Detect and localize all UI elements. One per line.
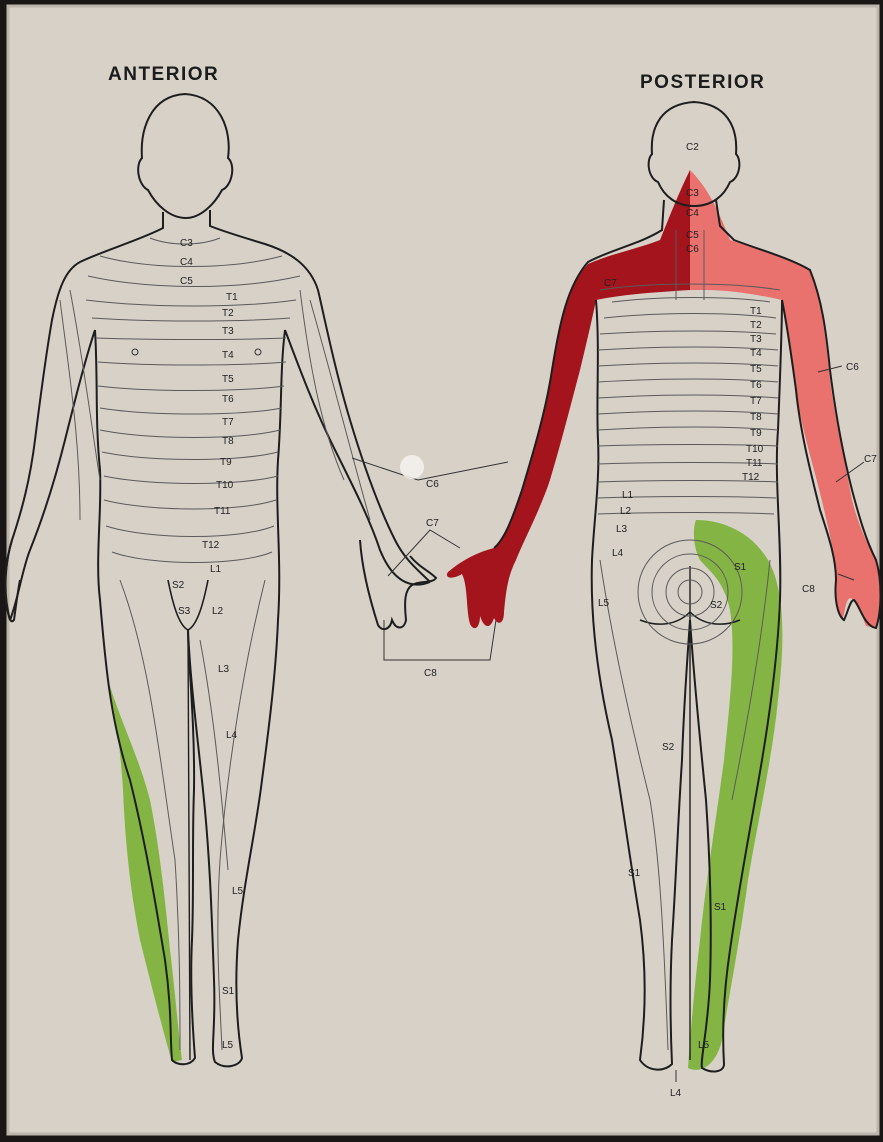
post-label-s1-leg: S1 (628, 868, 641, 879)
ant-label-t11: T11 (214, 506, 231, 517)
post-label-c2: C2 (686, 142, 699, 153)
ant-label-t3: T3 (222, 326, 234, 337)
post-label-l2: L2 (620, 506, 632, 517)
post-label-l3: L3 (616, 524, 628, 535)
post-label-t12: T12 (742, 472, 760, 483)
ant-label-t6: T6 (222, 394, 234, 405)
ant-label-s3: S3 (178, 606, 191, 617)
post-label-t11: T11 (746, 458, 763, 469)
heading-anterior: ANTERIOR (108, 64, 219, 85)
ant-label-t7: T7 (222, 417, 234, 428)
ant-label-c3: C3 (180, 238, 193, 249)
post-label-c5: C5 (686, 230, 699, 241)
post-label-l4: L4 (612, 548, 624, 559)
post-label-c7: C7 (604, 278, 617, 289)
center-label-c8: C8 (424, 668, 437, 679)
post-label-t5: T5 (750, 364, 762, 375)
post-label-c3: C3 (686, 188, 699, 199)
post-label-l5-foot: L5 (698, 1040, 710, 1051)
post-label-t1: T1 (750, 306, 762, 317)
center-label-c6: C6 (426, 479, 439, 490)
post-label-t8: T8 (750, 412, 762, 423)
post-label-s1-right: S1 (714, 902, 727, 913)
center-label-c7: C7 (426, 518, 439, 529)
post-label-s2-leg: S2 (662, 742, 675, 753)
ant-label-t2: T2 (222, 308, 234, 319)
ant-label-s1: S1 (222, 986, 235, 997)
post-label-t9: T9 (750, 428, 762, 439)
post-callout-c6: C6 (846, 362, 859, 373)
post-label-t10: T10 (746, 444, 764, 455)
ant-label-l4: L4 (226, 730, 238, 741)
post-label-c4: C4 (686, 208, 699, 219)
ant-label-t4: T4 (222, 350, 234, 361)
ant-label-l3: L3 (218, 664, 230, 675)
ant-label-t8: T8 (222, 436, 234, 447)
post-label-t3: T3 (750, 334, 762, 345)
post-label-t7: T7 (750, 396, 762, 407)
post-label-l1: L1 (622, 490, 634, 501)
ant-label-l5-foot: L5 (222, 1040, 234, 1051)
post-label-c6: C6 (686, 244, 699, 255)
post-label-s1: S1 (734, 562, 747, 573)
post-label-l5: L5 (598, 598, 610, 609)
ant-label-t5: T5 (222, 374, 234, 385)
ant-label-t10: T10 (216, 480, 234, 491)
heading-posterior: POSTERIOR (640, 72, 765, 93)
ant-label-s2: S2 (172, 580, 185, 591)
post-label-t6: T6 (750, 380, 762, 391)
post-label-t4: T4 (750, 348, 762, 359)
post-label-s2: S2 (710, 600, 723, 611)
post-callout-c8: C8 (802, 584, 815, 595)
post-callout-c7: C7 (864, 454, 877, 465)
ant-label-c5: C5 (180, 276, 193, 287)
ant-label-l1: L1 (210, 564, 222, 575)
ant-label-t9: T9 (220, 457, 232, 468)
post-label-t2: T2 (750, 320, 762, 331)
post-label-l4-foot: L4 (670, 1088, 682, 1099)
ant-label-c4: C4 (180, 257, 193, 268)
ant-label-l5: L5 (232, 886, 244, 897)
ant-label-t1: T1 (226, 292, 238, 303)
ant-label-l2: L2 (212, 606, 224, 617)
ant-label-t12: T12 (202, 540, 220, 551)
